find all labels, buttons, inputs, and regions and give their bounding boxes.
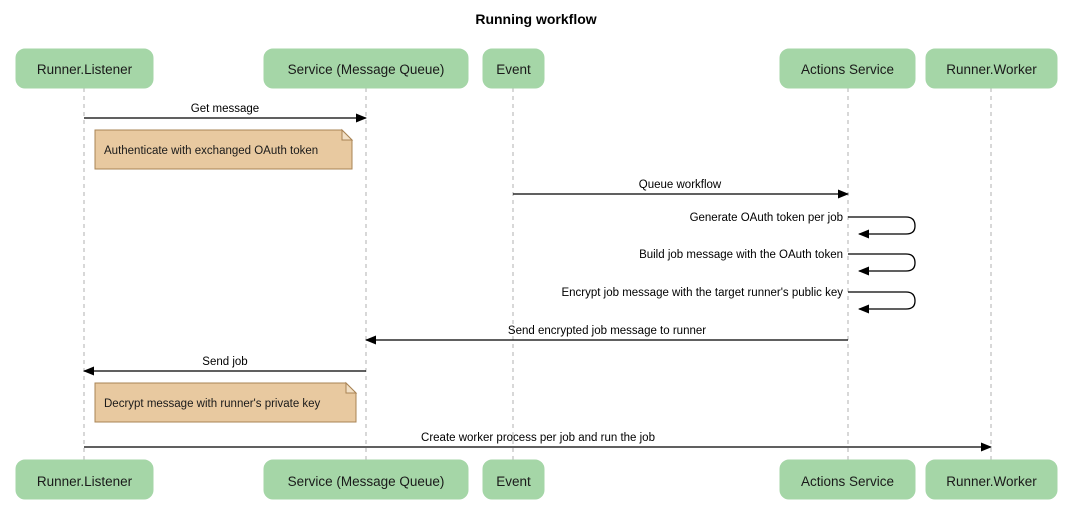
participants-footer: Runner.Listener Service (Message Queue) … <box>15 459 1058 500</box>
participants-header: Runner.Listener Service (Message Queue) … <box>15 48 1058 89</box>
message-build-job-message[interactable]: Build job message with the OAuth token <box>639 249 916 276</box>
participant-runner-listener-top[interactable]: Runner.Listener <box>15 48 154 89</box>
participant-box[interactable] <box>15 459 154 500</box>
note-fold-icon <box>345 381 358 394</box>
note-shape[interactable] <box>94 382 357 423</box>
participant-service-message-queue-bottom[interactable]: Service (Message Queue) <box>263 459 469 500</box>
participant-label: Runner.Listener <box>37 474 133 489</box>
message-create-worker-process[interactable]: Create worker process per job and run th… <box>84 432 992 452</box>
participant-label: Runner.Worker <box>946 62 1037 77</box>
note-authenticate[interactable]: Authenticate with exchanged OAuth token <box>94 128 354 170</box>
notes-group: Authenticate with exchanged OAuth token … <box>94 128 358 423</box>
participant-label: Event <box>496 474 531 489</box>
participant-service-message-queue-top[interactable]: Service (Message Queue) <box>263 48 469 89</box>
message-label: Encrypt job message with the target runn… <box>561 287 843 299</box>
participant-label: Event <box>496 62 531 77</box>
participant-runner-worker-bottom[interactable]: Runner.Worker <box>925 459 1058 500</box>
lifelines-group <box>83 88 992 460</box>
self-message-arrow <box>848 216 916 239</box>
message-queue-workflow[interactable]: Queue workflow <box>513 179 849 199</box>
participant-label: Actions Service <box>801 62 894 77</box>
participant-event-top[interactable]: Event <box>482 48 545 89</box>
participant-box[interactable] <box>925 459 1058 500</box>
participant-box[interactable] <box>482 48 545 89</box>
participant-box[interactable] <box>779 48 916 89</box>
participant-box[interactable] <box>482 459 545 500</box>
participant-event-bottom[interactable]: Event <box>482 459 545 500</box>
message-label: Get message <box>191 103 259 115</box>
page-title: Running workflow <box>475 11 596 27</box>
participant-box[interactable] <box>263 48 469 89</box>
participant-box[interactable] <box>15 48 154 89</box>
message-label: Send encrypted job message to runner <box>508 325 706 337</box>
participant-label: Runner.Listener <box>37 62 133 77</box>
self-message-arrow <box>848 253 916 276</box>
message-send-encrypted-job-message[interactable]: Send encrypted job message to runner <box>365 325 848 345</box>
message-label: Generate OAuth token per job <box>690 212 843 224</box>
participant-box[interactable] <box>779 459 916 500</box>
note-label: Decrypt message with runner's private ke… <box>104 398 321 410</box>
note-fold-icon <box>341 128 354 141</box>
participant-box[interactable] <box>263 459 469 500</box>
message-label: Send job <box>202 356 247 368</box>
message-label: Create worker process per job and run th… <box>421 432 655 444</box>
note-decrypt[interactable]: Decrypt message with runner's private ke… <box>94 381 358 423</box>
participant-label: Service (Message Queue) <box>288 474 445 489</box>
participant-box[interactable] <box>925 48 1058 89</box>
note-label: Authenticate with exchanged OAuth token <box>104 145 318 157</box>
self-message-arrow <box>848 291 916 314</box>
participant-actions-service-top[interactable]: Actions Service <box>779 48 916 89</box>
message-label: Build job message with the OAuth token <box>639 249 843 261</box>
message-encrypt-job-message[interactable]: Encrypt job message with the target runn… <box>561 287 916 314</box>
participant-runner-worker-top[interactable]: Runner.Worker <box>925 48 1058 89</box>
note-shape[interactable] <box>94 129 353 170</box>
message-generate-oauth-token[interactable]: Generate OAuth token per job <box>690 212 916 239</box>
participant-runner-listener-bottom[interactable]: Runner.Listener <box>15 459 154 500</box>
message-send-job[interactable]: Send job <box>83 356 366 376</box>
message-get-message[interactable]: Get message <box>84 103 367 123</box>
messages-group: Get message Queue workflow Generate OAut… <box>83 103 992 452</box>
message-label: Queue workflow <box>639 179 722 191</box>
participant-label: Service (Message Queue) <box>288 62 445 77</box>
participant-actions-service-bottom[interactable]: Actions Service <box>779 459 916 500</box>
participant-label: Runner.Worker <box>946 474 1037 489</box>
participant-label: Actions Service <box>801 474 894 489</box>
